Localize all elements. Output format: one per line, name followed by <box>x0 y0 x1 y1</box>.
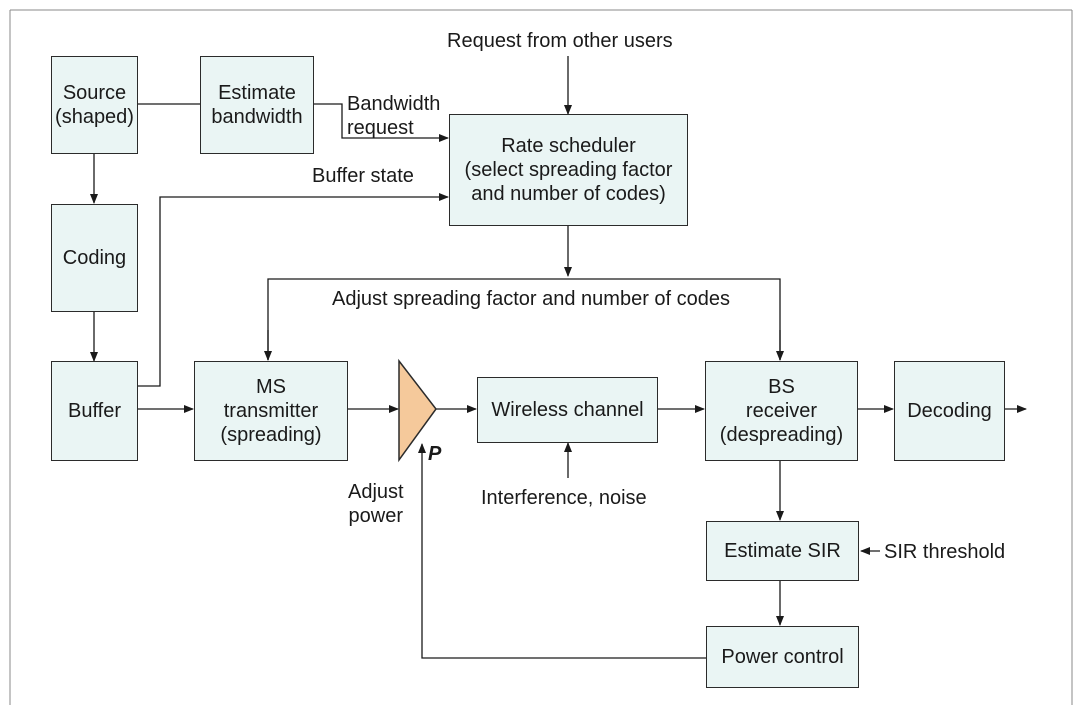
request-other-users-label: Request from other users <box>447 30 673 52</box>
adjust-spreading-label: Adjust spreading factor and number of co… <box>332 288 731 310</box>
power-feedback-arrow <box>418 443 706 659</box>
bandwidth-request-arrow <box>314 103 449 142</box>
source-block: Source (shaped) <box>51 56 138 154</box>
estimate-bandwidth-label: Estimate bandwidth <box>211 82 303 128</box>
amplifier-triangle <box>398 358 437 463</box>
coding-block: Coding <box>51 204 138 312</box>
ms-transmitter-block: MS transmitter (spreading) <box>194 361 348 461</box>
rate-scheduler-block: Rate scheduler (select spreading factor … <box>449 114 688 226</box>
buffer-label: Buffer <box>68 400 121 422</box>
estimate-sir-label: Estimate SIR <box>724 540 841 562</box>
bs-receiver-label: BS receiver (despreading) <box>719 376 844 446</box>
power-symbol-label: P <box>428 443 442 465</box>
estimate-sir-block: Estimate SIR <box>706 521 859 581</box>
decoding-block: Decoding <box>894 361 1005 461</box>
power-control-block: Power control <box>706 626 859 688</box>
coding-label: Coding <box>62 247 127 269</box>
estimate-bandwidth-block: Estimate bandwidth <box>200 56 314 154</box>
bandwidth-request-label: Bandwidth request <box>347 93 441 139</box>
ms-transmitter-label: MS transmitter (spreading) <box>220 376 322 446</box>
buffer-block: Buffer <box>51 361 138 461</box>
wireless-channel-block: Wireless channel <box>477 377 658 443</box>
adjust-spreading-bus <box>267 278 781 360</box>
buffer-state-arrow <box>136 193 449 387</box>
bs-receiver-block: BS receiver (despreading) <box>705 361 858 461</box>
sir-threshold-label: SIR threshold <box>884 541 1006 563</box>
interference-noise-label: Interference, noise <box>481 487 647 509</box>
source-label: Source (shaped) <box>55 82 134 128</box>
buffer-state-label: Buffer state <box>312 165 414 187</box>
rate-scheduler-label: Rate scheduler (select spreading factor … <box>464 135 673 205</box>
wireless-channel-label: Wireless channel <box>491 399 644 421</box>
decoding-label: Decoding <box>907 400 992 422</box>
power-control-label: Power control <box>721 646 844 668</box>
adjust-power-label: Adjust power <box>348 481 404 527</box>
